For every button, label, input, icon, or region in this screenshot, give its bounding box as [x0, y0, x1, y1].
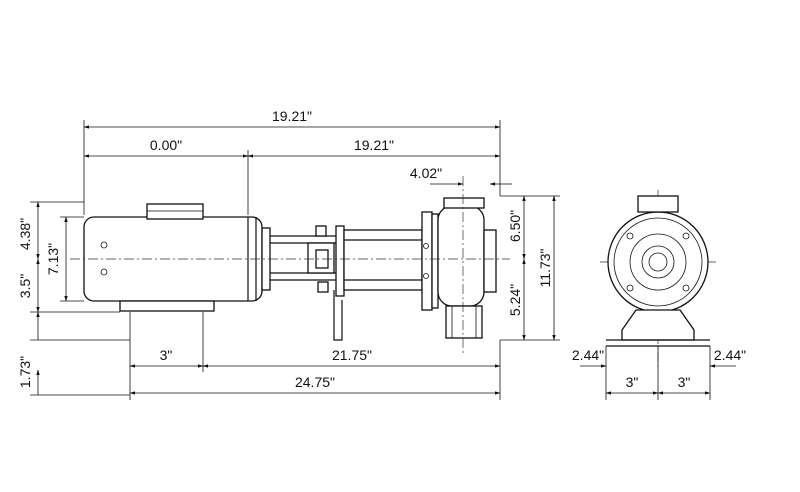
- dim-motor-height: 7.13": [45, 243, 61, 275]
- end-view: [600, 190, 716, 370]
- dim-pump-lower: 5.24": [507, 284, 523, 316]
- dim-overall-length: 19.21": [272, 108, 312, 124]
- dim-end-right: 2.44": [714, 347, 746, 363]
- dim-total-height: 11.73": [537, 248, 553, 287]
- dim-end-foot-right: 3": [678, 374, 691, 390]
- dim-end-left: 2.44": [572, 347, 604, 363]
- dim-foot-to-stand: 21.75": [332, 347, 372, 363]
- pump-body: [335, 197, 497, 339]
- dim-motor-top: 4.38": [17, 218, 33, 250]
- coupling-bracket: [261, 225, 343, 341]
- dim-motor-bottom: 3.5": [17, 274, 33, 298]
- dim-base-length: 24.75": [295, 374, 335, 390]
- dimension-labels: 19.21" 0.00" 19.21" 4.02" 4.38" 7.13" 3.…: [17, 108, 746, 390]
- dim-flange-width: 4.02": [410, 165, 442, 181]
- dim-motor-offset: 0.00": [150, 137, 182, 153]
- dimension-lines: [30, 120, 736, 400]
- dim-pump-upper: 6.50": [507, 210, 523, 242]
- dim-end-foot-left: 3": [626, 374, 639, 390]
- dim-foot-spacing: 3": [160, 347, 173, 363]
- motor: [83, 203, 263, 312]
- dim-base-height: 1.73": [17, 356, 33, 388]
- dim-pump-length: 19.21": [354, 137, 394, 153]
